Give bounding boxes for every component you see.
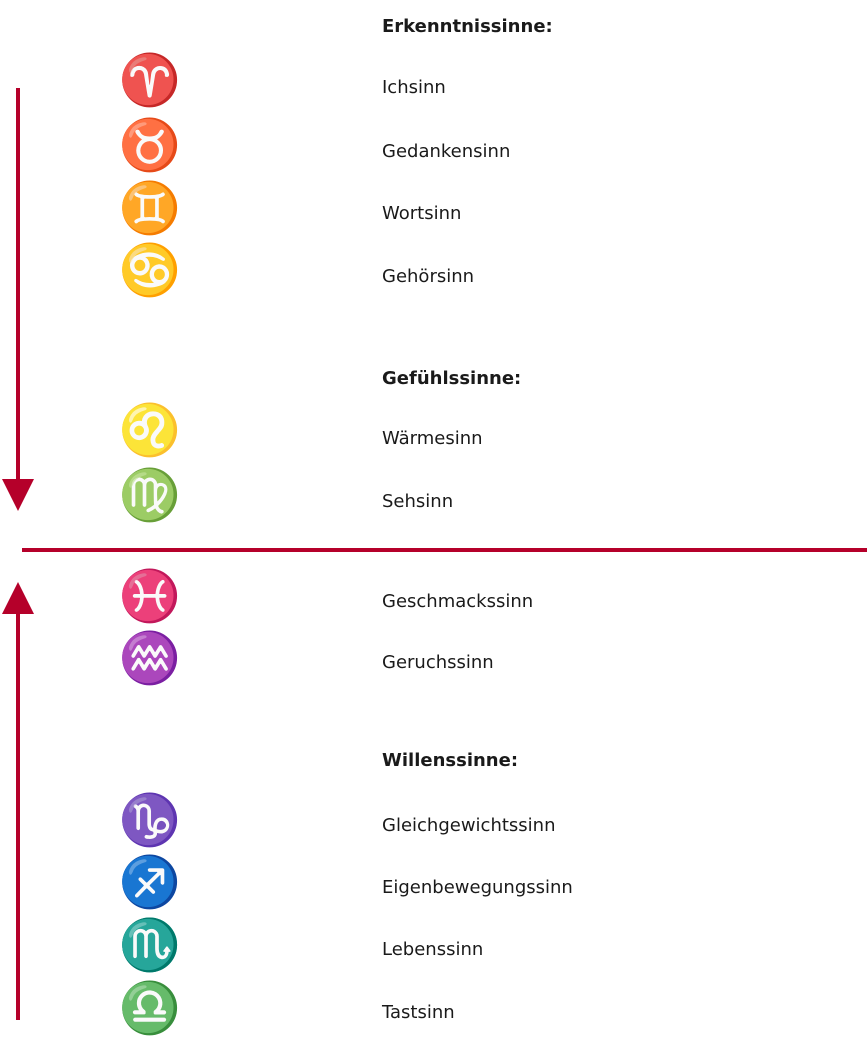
- aries-icon: ♈: [118, 51, 182, 109]
- sense-label-lebenssinn: Lebenssinn: [382, 939, 484, 960]
- sense-label-sehsinn: Sehsinn: [382, 491, 454, 512]
- group-title-erkenntnissinne: Erkenntnissinne:: [382, 16, 553, 37]
- libra-icon: ♎: [118, 979, 182, 1037]
- leo-icon: ♌: [118, 401, 182, 459]
- cancer-icon: ♋: [118, 241, 182, 299]
- sense-label-gleichgewichtssinn: Gleichgewichtssinn: [382, 815, 556, 836]
- virgo-icon: ♍: [118, 466, 182, 524]
- sense-label-gedankensinn: Gedankensinn: [382, 141, 511, 162]
- group-title-gefuehlssinne: Gefühlssinne:: [382, 368, 522, 389]
- capricorn-icon: ♑: [118, 791, 182, 849]
- sense-label-geschmackssinn: Geschmackssinn: [382, 591, 534, 612]
- sense-label-gehoersinn: Gehörsinn: [382, 266, 475, 287]
- sense-label-wortsinn: Wortsinn: [382, 203, 462, 224]
- sense-label-tastsinn: Tastsinn: [382, 1002, 455, 1023]
- sense-label-eigenbewegungssinn: Eigenbewegungssinn: [382, 877, 573, 898]
- taurus-icon: ♉: [118, 116, 182, 174]
- aquarius-icon: ♒: [118, 629, 182, 687]
- sense-label-waermesinn: Wärmesinn: [382, 428, 483, 449]
- sense-label-geruchssinn: Geruchssinn: [382, 652, 494, 673]
- scorpio-icon: ♏: [118, 916, 182, 974]
- group-title-willenssinne: Willenssinne:: [382, 750, 519, 771]
- gemini-icon: ♊: [118, 179, 182, 237]
- sense-label-ichsinn: Ichsinn: [382, 77, 446, 98]
- pisces-icon: ♓: [118, 567, 182, 625]
- sagittarius-icon: ♐: [118, 853, 182, 911]
